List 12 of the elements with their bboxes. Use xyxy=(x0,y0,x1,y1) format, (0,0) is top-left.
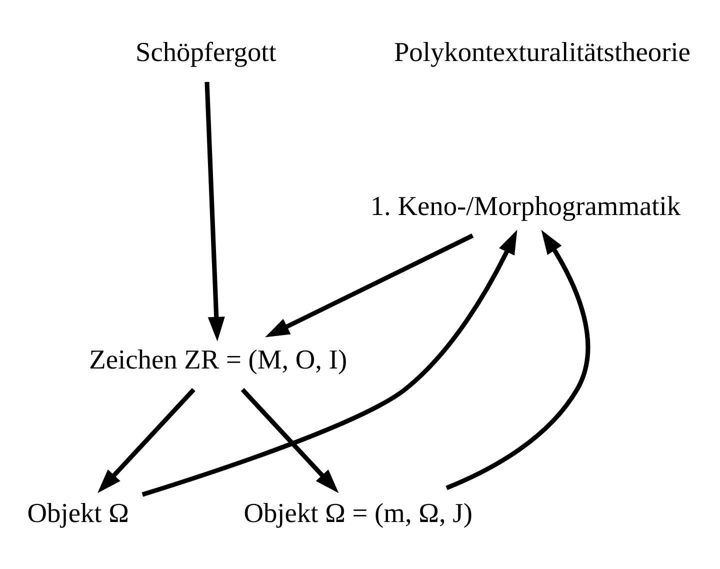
node-text: Objekt Ω = (m, Ω, J) xyxy=(244,498,472,528)
label: Polykontexturalitätstheorie xyxy=(394,36,690,67)
arrow xyxy=(265,233,474,337)
node-text: Zeichen ZR = (M, O, I) xyxy=(89,344,348,374)
node-text: 1. Keno-/Morphogrammatik xyxy=(370,190,681,220)
arrow xyxy=(446,229,590,490)
arrow xyxy=(142,229,518,496)
arrow xyxy=(240,388,339,493)
arrow xyxy=(204,81,225,341)
node-text: Objekt Ω xyxy=(27,498,129,528)
node-text: Schöpfergott xyxy=(135,36,276,67)
arrow xyxy=(98,388,196,493)
